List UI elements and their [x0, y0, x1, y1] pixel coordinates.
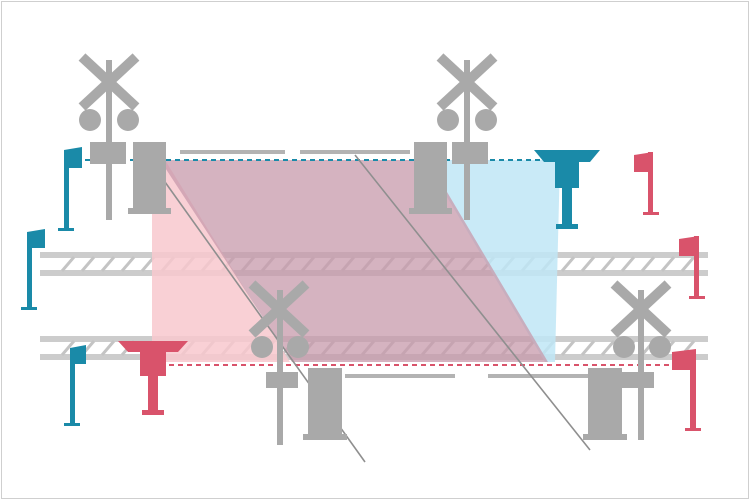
barrier-mechanism — [90, 142, 126, 164]
red-flag-signal-lower-right — [672, 349, 701, 431]
crossing-signal-upper-right — [436, 53, 498, 220]
obstacle-detector-icon — [118, 341, 188, 352]
rail-tie — [80, 256, 96, 272]
flag-base — [64, 423, 80, 426]
warning-lamp-icon — [437, 109, 459, 131]
detector-body — [140, 350, 166, 376]
control-box-upper-right — [409, 142, 452, 214]
blue-flag-signal-upper-left — [58, 147, 82, 231]
flag-pole — [648, 152, 653, 214]
detector-post — [562, 186, 572, 226]
rail-tie — [600, 340, 616, 356]
crossing-signal-upper-left — [78, 53, 140, 220]
flag-pole — [70, 348, 75, 426]
blue-detection-zone — [425, 160, 560, 362]
flag-base — [643, 212, 659, 215]
flag-signal-icon — [64, 147, 82, 168]
signal-post — [464, 60, 470, 220]
signal-post — [277, 290, 283, 445]
warning-lamp-icon — [287, 336, 309, 358]
flag-base — [689, 296, 705, 299]
rail-tie — [580, 256, 596, 272]
barrier-mechanism — [266, 372, 298, 388]
warning-lamp-icon — [613, 336, 635, 358]
blue-flag-signal-left — [21, 229, 45, 310]
flag-base — [685, 428, 701, 431]
blue-obstacle-detector — [534, 150, 600, 229]
flag-base — [58, 228, 74, 231]
rail-tie — [580, 340, 596, 356]
rail-tie — [560, 256, 576, 272]
control-cabinet-base — [128, 208, 171, 214]
control-cabinet-icon — [588, 368, 622, 438]
red-flag-signal-right — [679, 236, 705, 299]
flag-signal-icon — [634, 152, 653, 172]
rail-tie — [640, 256, 656, 272]
control-box-lower-right — [583, 368, 627, 440]
rail-tie — [60, 340, 76, 356]
flag-pole — [690, 352, 696, 430]
flag-pole — [27, 232, 32, 310]
rail-tie — [620, 256, 636, 272]
warning-lamp-icon — [117, 109, 139, 131]
warning-lamp-icon — [251, 336, 273, 358]
barrier-mechanism — [622, 372, 654, 388]
flag-pole — [694, 236, 699, 298]
control-cabinet-base — [583, 434, 627, 440]
flag-signal-icon — [27, 229, 45, 248]
control-cabinet-icon — [308, 368, 342, 438]
signal-post — [638, 290, 644, 440]
rail-tie — [120, 256, 136, 272]
flag-base — [21, 307, 37, 310]
flag-pole — [64, 150, 69, 230]
warning-lamp-icon — [475, 109, 497, 131]
warning-lamp-icon — [79, 109, 101, 131]
warning-lamp-icon — [649, 336, 671, 358]
control-box-lower-left — [303, 368, 347, 440]
red-flag-signal-upper-right — [634, 152, 659, 215]
barrier-arm-right — [354, 154, 591, 451]
rail-tie — [100, 340, 116, 356]
signal-post — [106, 60, 112, 220]
rail-tie — [100, 256, 116, 272]
flag-signal-icon — [672, 349, 696, 370]
crossing-signal-lower-right — [610, 280, 672, 440]
detector-body — [555, 160, 579, 188]
rail-tie — [680, 256, 696, 272]
control-box-upper-left — [128, 142, 171, 214]
flag-signal-icon — [70, 345, 86, 364]
barrier-mechanism — [452, 142, 488, 164]
detector-base — [142, 410, 164, 415]
control-cabinet-base — [303, 434, 347, 440]
control-cabinet-icon — [133, 142, 166, 212]
control-cabinet-base — [409, 208, 452, 214]
control-cabinet-icon — [414, 142, 447, 212]
flag-signal-icon — [679, 236, 699, 256]
crossing-signal-lower-left — [248, 280, 310, 445]
detector-base — [556, 224, 578, 229]
rail-tie — [660, 256, 676, 272]
detector-post — [148, 374, 158, 412]
rail-tie — [600, 256, 616, 272]
blue-flag-signal-lower-left — [64, 345, 86, 426]
obstacle-detector-icon — [534, 150, 600, 162]
rail-tie — [60, 256, 76, 272]
red-obstacle-detector — [118, 341, 188, 415]
rail-tie — [560, 340, 576, 356]
